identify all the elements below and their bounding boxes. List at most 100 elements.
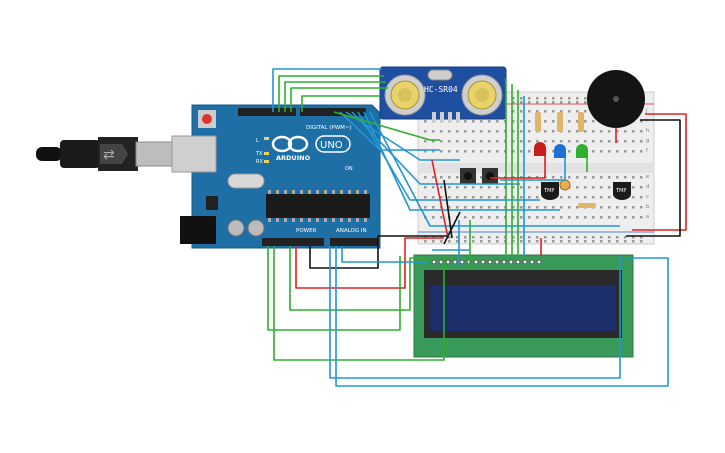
breadboard-hole (528, 110, 531, 113)
breadboard-hole (552, 206, 555, 209)
breadboard-hole (584, 101, 587, 104)
breadboard-hole (488, 120, 491, 123)
breadboard-hole (560, 236, 563, 239)
breadboard-hole (560, 140, 563, 143)
breadboard-hole (552, 216, 555, 219)
breadboard-hole (528, 240, 531, 243)
breadboard-hole (432, 140, 435, 143)
breadboard-hole (624, 240, 627, 243)
breadboard-hole (512, 150, 515, 153)
breadboard-hole (512, 140, 515, 143)
breadboard-hole (640, 240, 643, 243)
breadboard-hole (464, 196, 467, 199)
breadboard-hole (560, 206, 563, 209)
breadboard-hole (424, 150, 427, 153)
breadboard-hole (472, 140, 475, 143)
leds (534, 142, 588, 158)
breadboard-hole (496, 216, 499, 219)
on-label: ON (345, 166, 353, 172)
breadboard-hole (456, 130, 459, 133)
breadboard-hole (640, 236, 643, 239)
breadboard-hole (488, 140, 491, 143)
breadboard-hole (584, 196, 587, 199)
breadboard-hole (488, 150, 491, 153)
breadboard-hole (584, 97, 587, 100)
breadboard-hole (544, 130, 547, 133)
breadboard-hole (432, 206, 435, 209)
breadboard-hole (640, 176, 643, 179)
breadboard-hole (424, 186, 427, 189)
breadboard-hole (584, 186, 587, 189)
breadboard-hole (600, 240, 603, 243)
breadboard-hole (520, 206, 523, 209)
breadboard-hole (520, 196, 523, 199)
breadboard-hole (608, 130, 611, 133)
breadboard-hole (480, 130, 483, 133)
breadboard-hole (576, 236, 579, 239)
breadboard-hole (472, 186, 475, 189)
lcd-pin (494, 259, 500, 265)
breadboard-hole (552, 110, 555, 113)
breadboard-hole (576, 97, 579, 100)
lcd-pin (522, 259, 528, 265)
breadboard-hole (592, 176, 595, 179)
breadboard-hole (568, 206, 571, 209)
breadboard-hole (608, 176, 611, 179)
breadboard-hole (600, 236, 603, 239)
breadboard-hole (488, 236, 491, 239)
breadboard-hole (432, 216, 435, 219)
breadboard-hole (512, 236, 515, 239)
breadboard-row-label: f (646, 148, 648, 154)
breadboard-hole (440, 196, 443, 199)
breadboard-hole (496, 140, 499, 143)
breadboard-hole (496, 236, 499, 239)
breadboard-hole (432, 150, 435, 153)
breadboard-hole (512, 216, 515, 219)
breadboard-hole (624, 150, 627, 153)
breadboard-hole (472, 240, 475, 243)
breadboard-hole (640, 186, 643, 189)
breadboard-hole (552, 101, 555, 104)
breadboard-hole (496, 196, 499, 199)
breadboard-hole (640, 120, 643, 123)
breadboard-hole (448, 196, 451, 199)
breadboard-hole (552, 130, 555, 133)
lcd-pin (508, 259, 514, 265)
breadboard-hole (560, 97, 563, 100)
breadboard-row-label: a (646, 214, 649, 220)
breadboard-hole (528, 186, 531, 189)
arduino-board: ARDUINO UNO DIGITAL (PWM~) POWER ANALOG … (171, 104, 381, 249)
breadboard-hole (464, 130, 467, 133)
photoresistor (559, 179, 596, 208)
breadboard-hole (552, 120, 555, 123)
breadboard-hole (496, 206, 499, 209)
breadboard-hole (632, 130, 635, 133)
breadboard-hole (568, 101, 571, 104)
breadboard-hole (432, 240, 435, 243)
breadboard-hole (600, 216, 603, 219)
breadboard-hole (592, 140, 595, 143)
breadboard-hole (528, 236, 531, 239)
breadboard-row-label: h (646, 128, 649, 134)
breadboard-hole (512, 97, 515, 100)
tmp2-label: TMP (615, 188, 626, 194)
breadboard-hole (600, 176, 603, 179)
breadboard-hole (552, 140, 555, 143)
breadboard-hole (528, 101, 531, 104)
breadboard-hole (568, 130, 571, 133)
breadboard-hole (480, 206, 483, 209)
breadboard-hole (632, 186, 635, 189)
breadboard-hole (536, 236, 539, 239)
breadboard-hole (608, 150, 611, 153)
breadboard-hole (544, 236, 547, 239)
breadboard-hole (520, 101, 523, 104)
breadboard-hole (568, 150, 571, 153)
breadboard-hole (640, 140, 643, 143)
breadboard-hole (528, 97, 531, 100)
breadboard-hole (624, 216, 627, 219)
breadboard-hole (576, 186, 579, 189)
breadboard-hole (464, 150, 467, 153)
breadboard-hole (464, 140, 467, 143)
breadboard-hole (440, 176, 443, 179)
breadboard-hole (496, 186, 499, 189)
